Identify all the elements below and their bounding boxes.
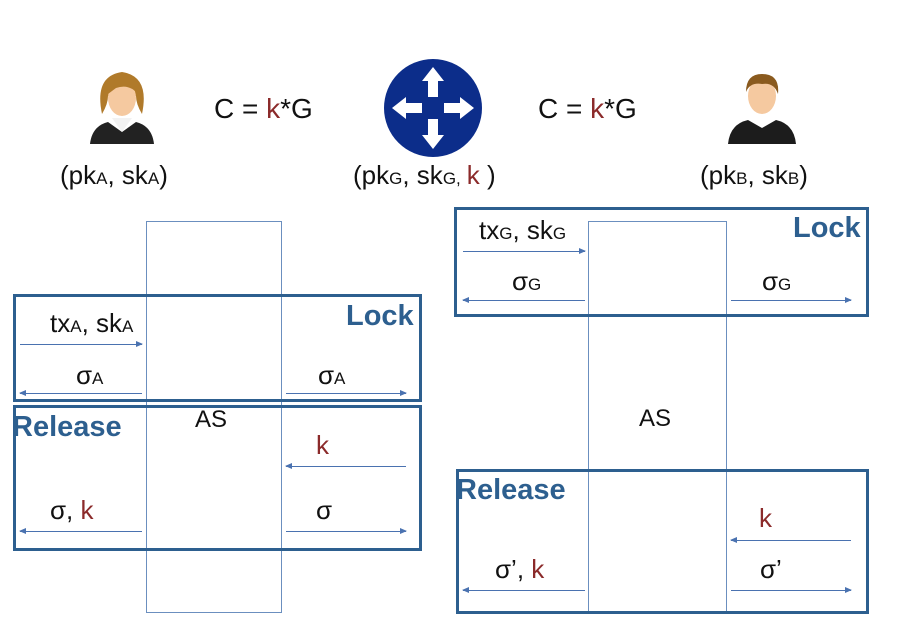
alice-avatar-icon xyxy=(90,72,154,144)
alice-keypair: (pkA, skA) xyxy=(60,160,168,190)
right-lock-input-label: txG, skG xyxy=(479,215,567,245)
gateway-router-icon xyxy=(384,59,482,157)
right-release-frame xyxy=(456,469,869,614)
gateway-keypair: (pkG, skG,k ) xyxy=(353,160,496,190)
bob-keypair: (pkB, skB) xyxy=(700,160,808,190)
left-release-frame xyxy=(13,405,422,551)
right-release-input-arrow xyxy=(730,537,851,543)
left-release-input-arrow xyxy=(285,463,406,469)
left-release-output-left-label: σ, k xyxy=(50,495,94,525)
right-lock-output-right-arrow xyxy=(731,297,852,303)
right-release-title: Release xyxy=(456,474,566,506)
left-lock-frame xyxy=(13,294,422,402)
right-release-output-left-label: σ’, k xyxy=(495,554,545,584)
left-lock-title: Lock xyxy=(346,300,414,332)
right-lock-title: Lock xyxy=(793,212,861,244)
left-release-input-k: k xyxy=(316,430,329,460)
right-lock-frame xyxy=(454,207,869,317)
left-as-column xyxy=(146,221,282,613)
commitment-left: C = k*G xyxy=(214,93,313,124)
left-release-output-right-label: σ xyxy=(316,495,333,525)
left-lock-output-left-arrow xyxy=(19,390,142,396)
left-lock-output-right-label: σA xyxy=(318,360,346,390)
left-as-label: AS xyxy=(195,406,228,433)
right-lock-input-arrow xyxy=(463,248,586,254)
right-lock-output-left-arrow xyxy=(462,297,585,303)
right-lock-output-left-label: σG xyxy=(512,266,542,296)
bob-avatar-icon xyxy=(728,74,796,144)
right-release-output-right-label: σ’ xyxy=(760,554,782,584)
left-lock-output-right-arrow xyxy=(286,390,407,396)
left-release-output-right-arrow xyxy=(286,528,407,534)
left-lock-output-left-label: σA xyxy=(76,360,104,390)
left-release-output-left-arrow xyxy=(19,528,142,534)
left-lock-input-arrow xyxy=(20,341,143,347)
right-lock-output-right-label: σG xyxy=(762,266,792,296)
commitment-right: C = k*G xyxy=(538,93,637,124)
right-release-input-k: k xyxy=(759,503,772,533)
left-release-title: Release xyxy=(12,411,122,443)
left-lock-input-label: txA, skA xyxy=(50,308,134,338)
right-as-label: AS xyxy=(639,405,672,432)
right-release-output-right-arrow xyxy=(731,587,852,593)
right-release-output-left-arrow xyxy=(462,587,585,593)
